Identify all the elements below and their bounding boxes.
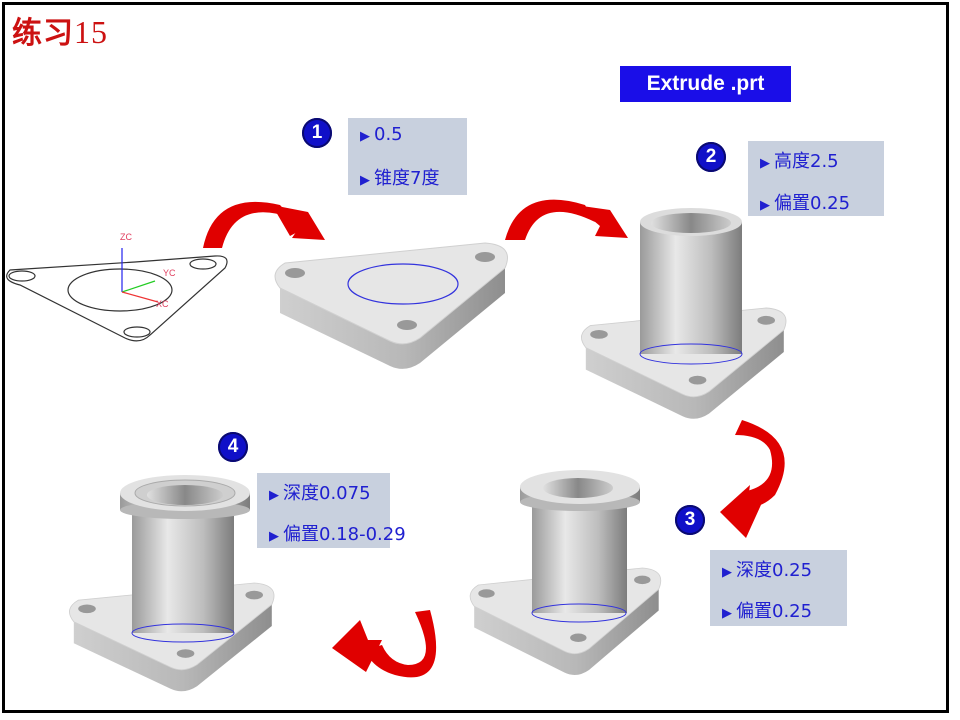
step-badge-4: 4 bbox=[218, 432, 248, 462]
sketch-wireframe: ZC YC XC bbox=[6, 232, 228, 342]
step-badge-1: 1 bbox=[302, 118, 332, 148]
step-2-param-2: 偏置0.25 bbox=[774, 193, 851, 214]
slide-title: 练习15 bbox=[12, 8, 108, 52]
part-step-3 bbox=[469, 470, 662, 676]
file-name-label: Extrude .prt bbox=[620, 66, 791, 102]
step-2-param-1: 高度2.5 bbox=[774, 151, 839, 172]
step-badge-2: 2 bbox=[696, 142, 726, 172]
step-1-param-1: 0.5 bbox=[374, 124, 403, 145]
bullet-icon: ▶ bbox=[722, 565, 732, 580]
title-number: 15 bbox=[74, 14, 108, 50]
step-3-param-2: 偏置0.25 bbox=[736, 601, 813, 622]
part-step-4 bbox=[68, 475, 275, 692]
bullet-icon: ▶ bbox=[269, 529, 279, 544]
axis-label-y: YC bbox=[163, 268, 176, 278]
axis-label-z: ZC bbox=[120, 232, 132, 242]
step-4-param-2: 偏置0.18-0.29 bbox=[283, 524, 406, 545]
arrow-step-2 bbox=[505, 199, 628, 240]
step-badge-3: 3 bbox=[675, 505, 705, 535]
bullet-icon: ▶ bbox=[360, 129, 370, 144]
step-4-params: ▶ 深度0.075 ▶ 偏置0.18-0.29 bbox=[257, 473, 406, 548]
part-step-2 bbox=[580, 208, 787, 420]
bullet-icon: ▶ bbox=[722, 606, 732, 621]
bullet-icon: ▶ bbox=[760, 156, 770, 171]
axis-label-x: XC bbox=[156, 299, 169, 309]
step-4-param-1: 深度0.075 bbox=[283, 483, 371, 504]
slide-frame bbox=[2, 2, 949, 713]
bullet-icon: ▶ bbox=[269, 488, 279, 503]
bullet-icon: ▶ bbox=[760, 198, 770, 213]
step-1-param-2: 锥度7度 bbox=[374, 168, 440, 189]
arrow-step-3 bbox=[720, 420, 785, 538]
step-3-param-1: 深度0.25 bbox=[736, 560, 813, 581]
step-1-params: ▶ 0.5 ▶ 锥度7度 bbox=[348, 118, 467, 195]
arrow-step-4 bbox=[332, 610, 437, 678]
part-step-1 bbox=[274, 242, 508, 370]
bullet-icon: ▶ bbox=[360, 173, 370, 188]
title-text: 练习 bbox=[12, 16, 74, 51]
step-2-params: ▶ 高度2.5 ▶ 偏置0.25 bbox=[748, 141, 884, 216]
arrow-step-1 bbox=[203, 201, 325, 248]
step-3-params: ▶ 深度0.25 ▶ 偏置0.25 bbox=[710, 550, 847, 626]
